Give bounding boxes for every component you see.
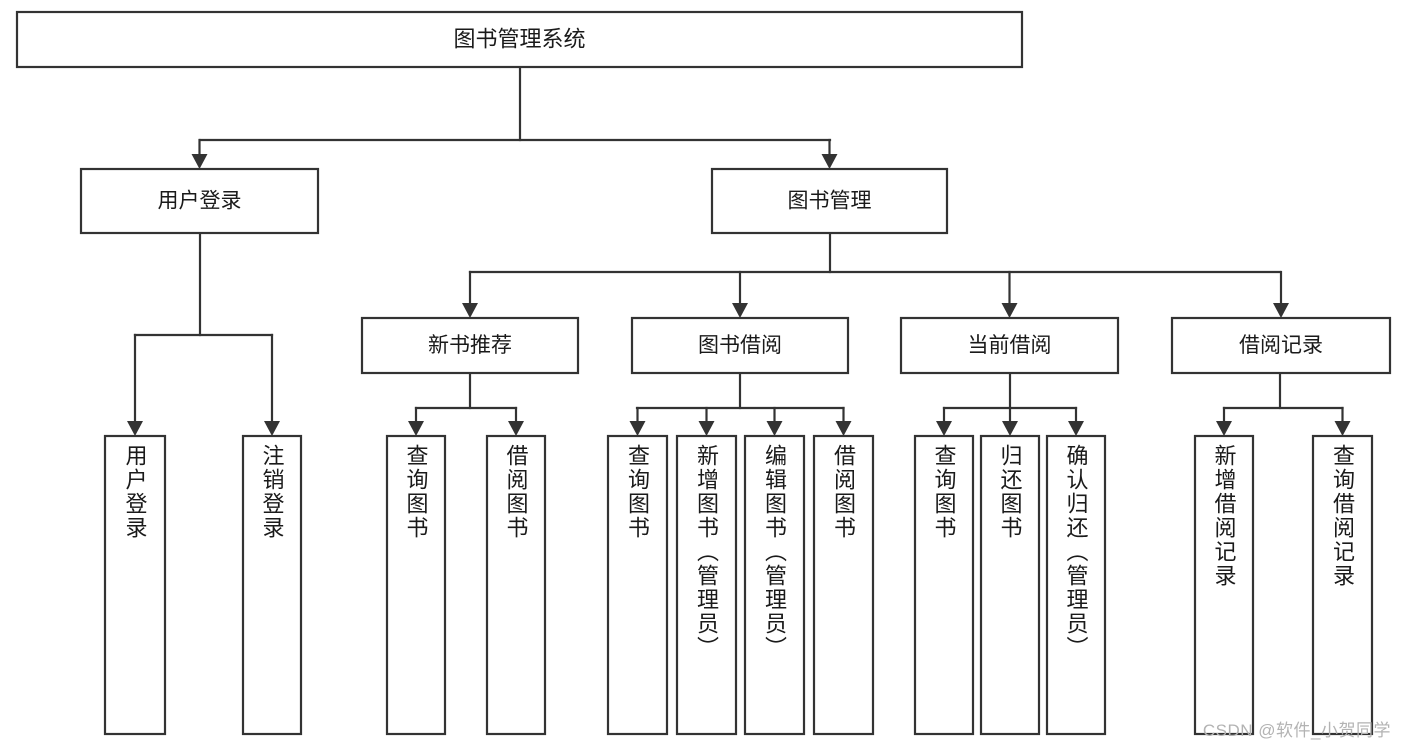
node-label-新书推荐: 新书推荐 xyxy=(428,334,512,357)
当前借阅-to-查询图书-arrowhead xyxy=(936,421,952,436)
leaf-box-新增图书-管理员[interactable] xyxy=(675,434,738,736)
图书借阅-to-编辑图书-管理员-arrowhead xyxy=(766,421,783,436)
node-label-图书管理系统: 图书管理系统 xyxy=(453,26,585,51)
图书借阅-to-新增图书-管理员-arrowhead xyxy=(698,421,715,436)
manage-to-新书推荐-arrowhead xyxy=(462,303,478,318)
node-label-图书管理: 图书管理 xyxy=(788,190,872,213)
leaf-box-归还图书[interactable] xyxy=(979,434,1041,736)
root-to-用户登录-arrowhead xyxy=(191,154,208,169)
node-label-图书借阅: 图书借阅 xyxy=(698,334,782,357)
图书借阅-to-查询图书-arrowhead xyxy=(629,421,646,436)
manage-to-图书借阅-arrowhead xyxy=(732,303,748,318)
当前借阅-to-归还图书-arrowhead xyxy=(1002,421,1018,436)
借阅记录-to-查询借阅记录-arrowhead xyxy=(1334,421,1351,436)
当前借阅-to-确认归还-管理员-arrowhead xyxy=(1068,421,1084,436)
node-box-用户登录[interactable] xyxy=(79,167,320,235)
manage-to-当前借阅-arrowhead xyxy=(1001,303,1018,318)
connectors-layer xyxy=(127,65,1351,436)
图书借阅-to-借阅图书-arrowhead xyxy=(835,421,852,436)
新书推荐-to-查询图书-arrowhead xyxy=(408,421,424,436)
login-to-注销登录-arrowhead xyxy=(264,421,280,436)
leaf-box-借阅图书[interactable] xyxy=(485,434,547,736)
leaf-box-编辑图书-管理员[interactable] xyxy=(743,434,806,736)
leaf-box-确认归还-管理员[interactable] xyxy=(1045,434,1107,736)
watermark: CSDN @软件_小贺同学 xyxy=(1202,721,1391,740)
借阅记录-to-新增借阅记录-arrowhead xyxy=(1216,421,1232,436)
node-box-借阅记录[interactable] xyxy=(1170,316,1392,375)
leaf-box-借阅图书[interactable] xyxy=(812,434,875,736)
node-label-借阅记录: 借阅记录 xyxy=(1239,334,1323,357)
leaf-box-查询借阅记录[interactable] xyxy=(1311,434,1374,736)
leaf-box-查询图书[interactable] xyxy=(606,434,669,736)
leaf-box-用户登录[interactable] xyxy=(103,434,167,736)
新书推荐-to-借阅图书-arrowhead xyxy=(508,421,524,436)
leaf-box-查询图书[interactable] xyxy=(913,434,975,736)
manage-to-借阅记录-arrowhead xyxy=(1273,303,1289,318)
node-box-当前借阅[interactable] xyxy=(899,316,1120,375)
node-box-新书推荐[interactable] xyxy=(360,316,580,375)
leaf-box-查询图书[interactable] xyxy=(385,434,447,736)
node-box-图书管理[interactable] xyxy=(710,167,949,235)
node-label-当前借阅: 当前借阅 xyxy=(968,334,1052,357)
leaf-box-注销登录[interactable] xyxy=(241,434,303,736)
node-box-图书管理系统[interactable] xyxy=(15,10,1024,69)
boxes-layer xyxy=(15,10,1392,736)
root-to-图书管理-arrowhead xyxy=(821,154,838,169)
node-box-图书借阅[interactable] xyxy=(630,316,850,375)
login-to-用户登录-arrowhead xyxy=(127,421,143,436)
node-label-用户登录: 用户登录 xyxy=(158,190,242,213)
leaf-box-新增借阅记录[interactable] xyxy=(1193,434,1255,736)
